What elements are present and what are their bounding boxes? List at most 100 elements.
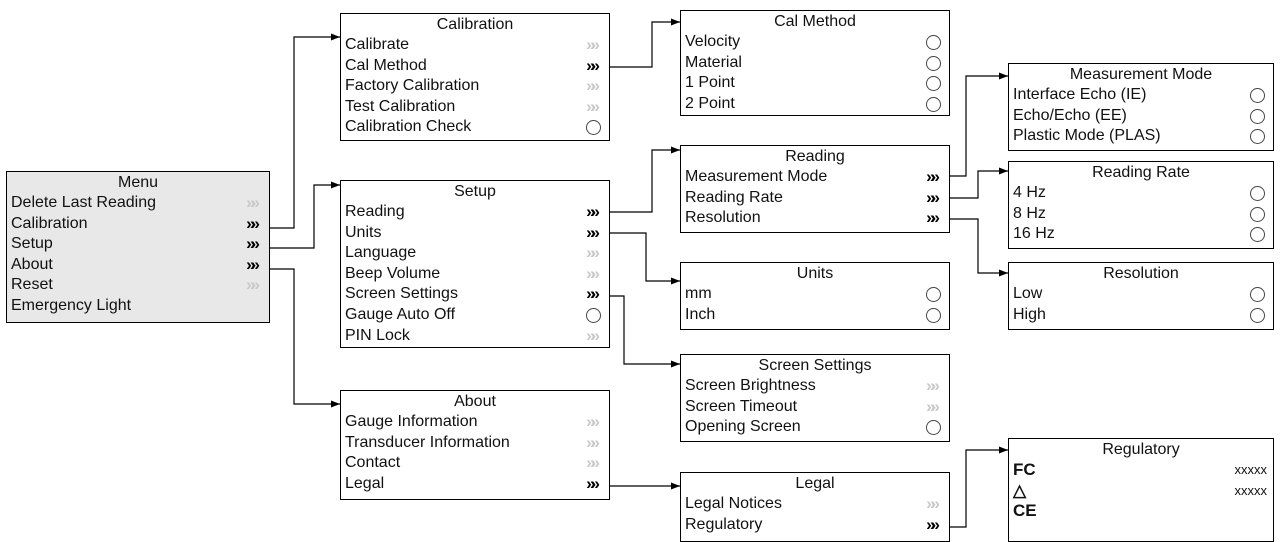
regulatory-title: Regulatory bbox=[1102, 441, 1180, 458]
legal-item-legal-notices[interactable]: Legal Notices»» bbox=[681, 494, 949, 515]
submenu-arrow-disabled-icon: »» bbox=[586, 263, 600, 283]
about-item-gauge-information[interactable]: Gauge Information»» bbox=[341, 412, 609, 433]
submenu-arrow-icon: »» bbox=[926, 187, 940, 207]
menu-item-label: Calibrate bbox=[345, 36, 410, 53]
setup-item-units[interactable]: Units»» bbox=[341, 223, 609, 244]
radio-circle-icon[interactable] bbox=[1250, 88, 1265, 103]
screen-settings-item-opening-screen[interactable]: Opening Screen bbox=[681, 417, 949, 438]
menu-item-label: Inch bbox=[685, 305, 716, 323]
menu-item-setup[interactable]: Setup»» bbox=[7, 234, 269, 255]
calibration-item-factory-calibration[interactable]: Factory Calibration»» bbox=[341, 76, 609, 97]
radio-circle-icon[interactable] bbox=[1250, 287, 1265, 302]
menu-item-emergency-light[interactable]: Emergency Light bbox=[7, 296, 269, 317]
submenu-arrow-icon: »» bbox=[586, 473, 600, 493]
reading-rate-item-8-hz[interactable]: 8 Hz bbox=[1009, 204, 1273, 225]
legal-title: Legal bbox=[795, 475, 835, 492]
resolution-item-high[interactable]: High bbox=[1009, 305, 1273, 326]
submenu-arrow-icon: »» bbox=[586, 55, 600, 75]
menu-item-label: Cal Method bbox=[345, 56, 427, 74]
screen-settings-item-screen-brightness[interactable]: Screen Brightness»» bbox=[681, 376, 949, 397]
measurement-mode-item-interface-echo-ie[interactable]: Interface Echo (IE) bbox=[1009, 85, 1273, 106]
calibration-item-calibrate[interactable]: Calibrate»» bbox=[341, 35, 609, 56]
reading-item-resolution[interactable]: Resolution»» bbox=[681, 208, 949, 229]
submenu-arrow-icon: »» bbox=[246, 254, 260, 274]
radio-circle-icon[interactable] bbox=[1250, 227, 1265, 243]
menu-item-about[interactable]: About»» bbox=[7, 255, 269, 276]
regulatory-fcc-row: FC xxxxx bbox=[1009, 460, 1273, 481]
connector-legal-regulatory bbox=[948, 446, 1008, 528]
submenu-arrow-disabled-icon: »» bbox=[586, 325, 600, 345]
measurement-mode-item-plastic-mode-plas[interactable]: Plastic Mode (PLAS) bbox=[1009, 126, 1273, 147]
about-item-contact[interactable]: Contact»» bbox=[341, 453, 609, 474]
calibration-item-cal-method[interactable]: Cal Method »» bbox=[341, 56, 609, 77]
ce-logo-icon: CE bbox=[1013, 501, 1037, 521]
menu-item-label: Transducer Information bbox=[345, 433, 510, 451]
radio-circle-icon[interactable] bbox=[586, 307, 601, 323]
radio-circle-icon[interactable] bbox=[1250, 129, 1265, 145]
radio-circle-icon[interactable] bbox=[1250, 307, 1265, 323]
setup-item-language[interactable]: Language»» bbox=[341, 243, 609, 264]
menu-item-label: Calibration bbox=[11, 214, 88, 232]
legal-item-regulatory[interactable]: Regulatory»» bbox=[681, 515, 949, 536]
radio-circle-icon[interactable] bbox=[926, 287, 941, 302]
radio-circle-icon[interactable] bbox=[1250, 206, 1265, 222]
reading-rate-item-16-hz[interactable]: 16 Hz bbox=[1009, 224, 1273, 245]
cal-method-item-velocity[interactable]: Velocity bbox=[681, 32, 949, 53]
menu-item-calibration[interactable]: Calibration »» bbox=[7, 214, 269, 235]
units-item-inch[interactable]: Inch bbox=[681, 305, 949, 326]
about-item-transducer-information[interactable]: Transducer Information»» bbox=[341, 433, 609, 454]
menu-item-label: Calibration Check bbox=[345, 118, 472, 136]
radio-circle-icon[interactable] bbox=[926, 420, 941, 436]
measurement-mode-item-echo-echo-ee[interactable]: Echo/Echo (EE) bbox=[1009, 106, 1273, 127]
radio-circle-icon[interactable] bbox=[926, 55, 941, 71]
radio-circle-icon[interactable] bbox=[926, 76, 941, 92]
radio-circle-icon[interactable] bbox=[586, 120, 601, 136]
radio-circle-icon[interactable] bbox=[1250, 186, 1265, 201]
radio-circle-icon[interactable] bbox=[926, 307, 941, 323]
radio-circle-icon[interactable] bbox=[1250, 108, 1265, 124]
about-item-legal[interactable]: Legal»» bbox=[341, 474, 609, 495]
menu-item-label: 4 Hz bbox=[1013, 184, 1046, 201]
menu-item-label: 1 Point bbox=[685, 74, 735, 92]
menu-item-label: Emergency Light bbox=[11, 296, 132, 314]
setup-item-reading[interactable]: Reading»» bbox=[341, 202, 609, 223]
submenu-arrow-disabled-icon: »» bbox=[926, 396, 940, 416]
reading-rate-item-4-hz[interactable]: 4 Hz bbox=[1009, 183, 1273, 204]
menu-item-delete-last-reading[interactable]: Delete Last Reading»» bbox=[7, 193, 269, 214]
cal-method-item-1-point[interactable]: 1 Point bbox=[681, 73, 949, 94]
reading-item-measurement-mode[interactable]: Measurement Mode»» bbox=[681, 167, 949, 188]
connector-setup-units bbox=[608, 232, 680, 285]
screen-settings-item-screen-timeout[interactable]: Screen Timeout »» bbox=[681, 397, 949, 418]
menu-item-label: Test Calibration bbox=[345, 97, 456, 115]
setup-item-screen-settings[interactable]: Screen Settings»» bbox=[341, 284, 609, 305]
setup-item-pin-lock[interactable]: PIN Lock»» bbox=[341, 326, 609, 347]
calibration-item-calibration-check[interactable]: Calibration Check bbox=[341, 117, 609, 138]
units-item-mm[interactable]: mm bbox=[681, 284, 949, 305]
submenu-arrow-disabled-icon: »» bbox=[586, 412, 600, 431]
resolution-title: Resolution bbox=[1103, 265, 1179, 282]
connector-setup-screensettings bbox=[608, 295, 680, 368]
connector-setup-reading bbox=[608, 146, 680, 213]
cal-method-item-2-point[interactable]: 2 Point bbox=[681, 94, 949, 115]
submenu-arrow-disabled-icon: »» bbox=[246, 275, 260, 295]
resolution-item-low[interactable]: Low bbox=[1009, 284, 1273, 305]
menu-item-label: Material bbox=[685, 53, 742, 71]
submenu-arrow-disabled-icon: »» bbox=[586, 453, 600, 473]
menu-item-reset[interactable]: Reset»» bbox=[7, 275, 269, 296]
setup-item-beep-volume[interactable]: Beep Volume»» bbox=[341, 264, 609, 285]
setup-title: Setup bbox=[454, 183, 496, 200]
setup-item-gauge-auto-off[interactable]: Gauge Auto Off bbox=[341, 305, 609, 326]
cal-method-item-material[interactable]: Material bbox=[681, 53, 949, 74]
radio-circle-icon[interactable] bbox=[926, 35, 941, 50]
radio-circle-icon[interactable] bbox=[926, 96, 941, 112]
regulatory-ce-row: CE bbox=[1009, 501, 1273, 522]
calibration-item-test-calibration[interactable]: Test Calibration»» bbox=[341, 97, 609, 118]
regulatory-rcm-row: △ xxxxx bbox=[1009, 481, 1273, 502]
reading-item-reading-rate[interactable]: Reading Rate»» bbox=[681, 188, 949, 209]
submenu-arrow-icon: »» bbox=[246, 213, 260, 233]
submenu-arrow-icon: »» bbox=[586, 284, 600, 304]
menu-item-label: Screen Timeout bbox=[685, 397, 798, 415]
